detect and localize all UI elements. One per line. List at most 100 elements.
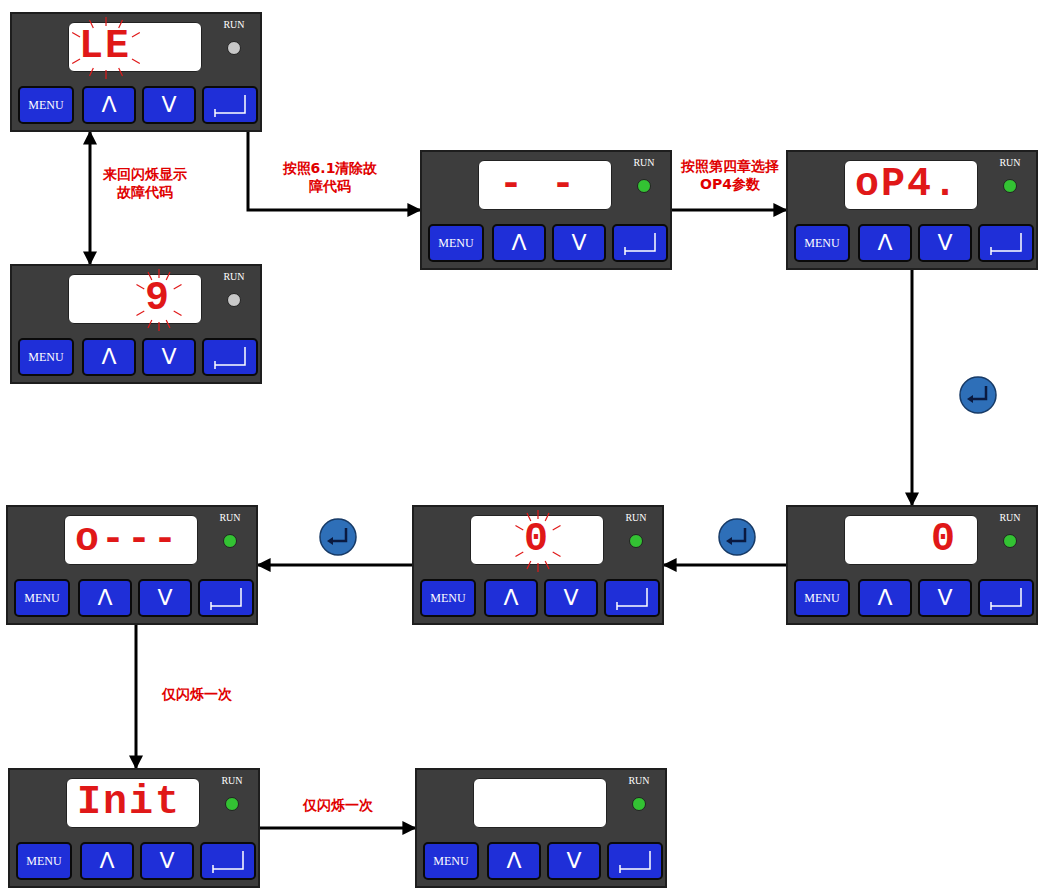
run-led (223, 534, 237, 548)
key-label: Λ (101, 94, 116, 116)
down-key: V (552, 224, 606, 262)
control-panel: RUNMENUΛV (415, 768, 667, 888)
enter-symbol (205, 341, 255, 373)
flow-arrow (260, 827, 415, 830)
up-key: Λ (82, 86, 136, 124)
display-code: LE (79, 27, 131, 67)
enter-key (202, 338, 258, 376)
key-label: MENU (804, 592, 839, 604)
enter-key (612, 224, 668, 262)
key-label: MENU (24, 592, 59, 604)
run-label: RUN (208, 272, 260, 282)
key-label: V (937, 587, 952, 609)
flow-arrow (664, 564, 786, 567)
key-label: Λ (503, 587, 518, 609)
menu-key: MENU (794, 224, 850, 262)
flow-arrow (258, 564, 412, 567)
enter-icon (719, 519, 755, 555)
key-label: V (566, 850, 581, 872)
edge-label: 来回闪烁显示故障代码 (102, 166, 188, 201)
key-label: Λ (101, 346, 116, 368)
lcd-display: LE (68, 22, 202, 72)
down-key: V (138, 579, 192, 617)
display-code: o--- (75, 520, 179, 560)
edge-label: 按照第四章选择OP4参数 (680, 158, 780, 193)
menu-key: MENU (18, 338, 74, 376)
lcd-display: 0 (470, 515, 604, 565)
control-panel: RUN 0MENU Λ V (786, 505, 1038, 625)
edge-label: 仅闪烁一次 (288, 797, 388, 815)
up-key: Λ (858, 224, 912, 262)
flow-arrow (89, 132, 92, 264)
enter-key (978, 224, 1034, 262)
run-led (1003, 534, 1017, 548)
enter-key (604, 579, 660, 617)
display-code: Init (77, 783, 181, 823)
key-label: Λ (877, 232, 892, 254)
down-key: V (544, 579, 598, 617)
lcd-display: 0 (844, 515, 978, 565)
menu-key: MENU (14, 579, 70, 617)
lcd-display: 9 (68, 274, 202, 324)
enter-symbol (201, 582, 251, 614)
up-key: Λ (82, 338, 136, 376)
key-label: V (161, 346, 176, 368)
key-label: MENU (804, 237, 839, 249)
run-led (225, 797, 239, 811)
lcd-display (473, 778, 607, 828)
up-key: Λ (858, 579, 912, 617)
edge-label: 仅闪烁一次 (152, 686, 242, 704)
down-key: V (547, 842, 601, 880)
up-key: Λ (78, 579, 132, 617)
display-code: 0 (931, 520, 957, 560)
key-label: Λ (877, 587, 892, 609)
run-led (1003, 179, 1017, 193)
run-label: RUN (208, 20, 260, 30)
menu-key: MENU (18, 86, 74, 124)
enter-symbol (981, 582, 1031, 614)
key-label: MENU (28, 99, 63, 111)
up-key: Λ (484, 579, 538, 617)
key-label: MENU (433, 855, 468, 867)
run-label: RUN (613, 776, 665, 786)
down-key: V (918, 579, 972, 617)
control-panel: RUN 9MENU Λ V (10, 264, 262, 384)
control-panel: RUN- -MENUΛV (420, 150, 672, 270)
run-label: RUN (984, 158, 1036, 168)
run-label: RUN (984, 513, 1036, 523)
run-label: RUN (204, 513, 256, 523)
down-key: V (140, 842, 194, 880)
menu-key: MENU (423, 842, 479, 880)
enter-symbol (203, 845, 253, 877)
run-led (227, 41, 241, 55)
key-label: V (161, 94, 176, 116)
control-panel: RUNInitMENUΛV (8, 768, 260, 888)
display-code: 9 (145, 279, 171, 319)
down-key: V (142, 338, 196, 376)
run-led (227, 293, 241, 307)
key-label: V (159, 850, 174, 872)
flash-rays (69, 275, 201, 323)
run-led (629, 534, 643, 548)
key-label: V (157, 587, 172, 609)
enter-key (202, 86, 258, 124)
menu-key: MENU (16, 842, 72, 880)
control-panel: RUN LE MENU Λ V (10, 12, 262, 132)
flow-arrow (672, 209, 786, 212)
lcd-display: o--- (64, 515, 198, 565)
control-panel: RUN0MENUΛV (412, 505, 664, 625)
enter-symbol (205, 89, 255, 121)
key-label: MENU (26, 855, 61, 867)
enter-key (198, 579, 254, 617)
key-label: Λ (97, 587, 112, 609)
down-key: V (918, 224, 972, 262)
lcd-display: Init (66, 778, 200, 828)
display-code: 0 (524, 520, 550, 560)
key-label: V (937, 232, 952, 254)
enter-symbol (610, 845, 660, 877)
key-label: V (571, 232, 586, 254)
flow-arrow (135, 625, 138, 768)
